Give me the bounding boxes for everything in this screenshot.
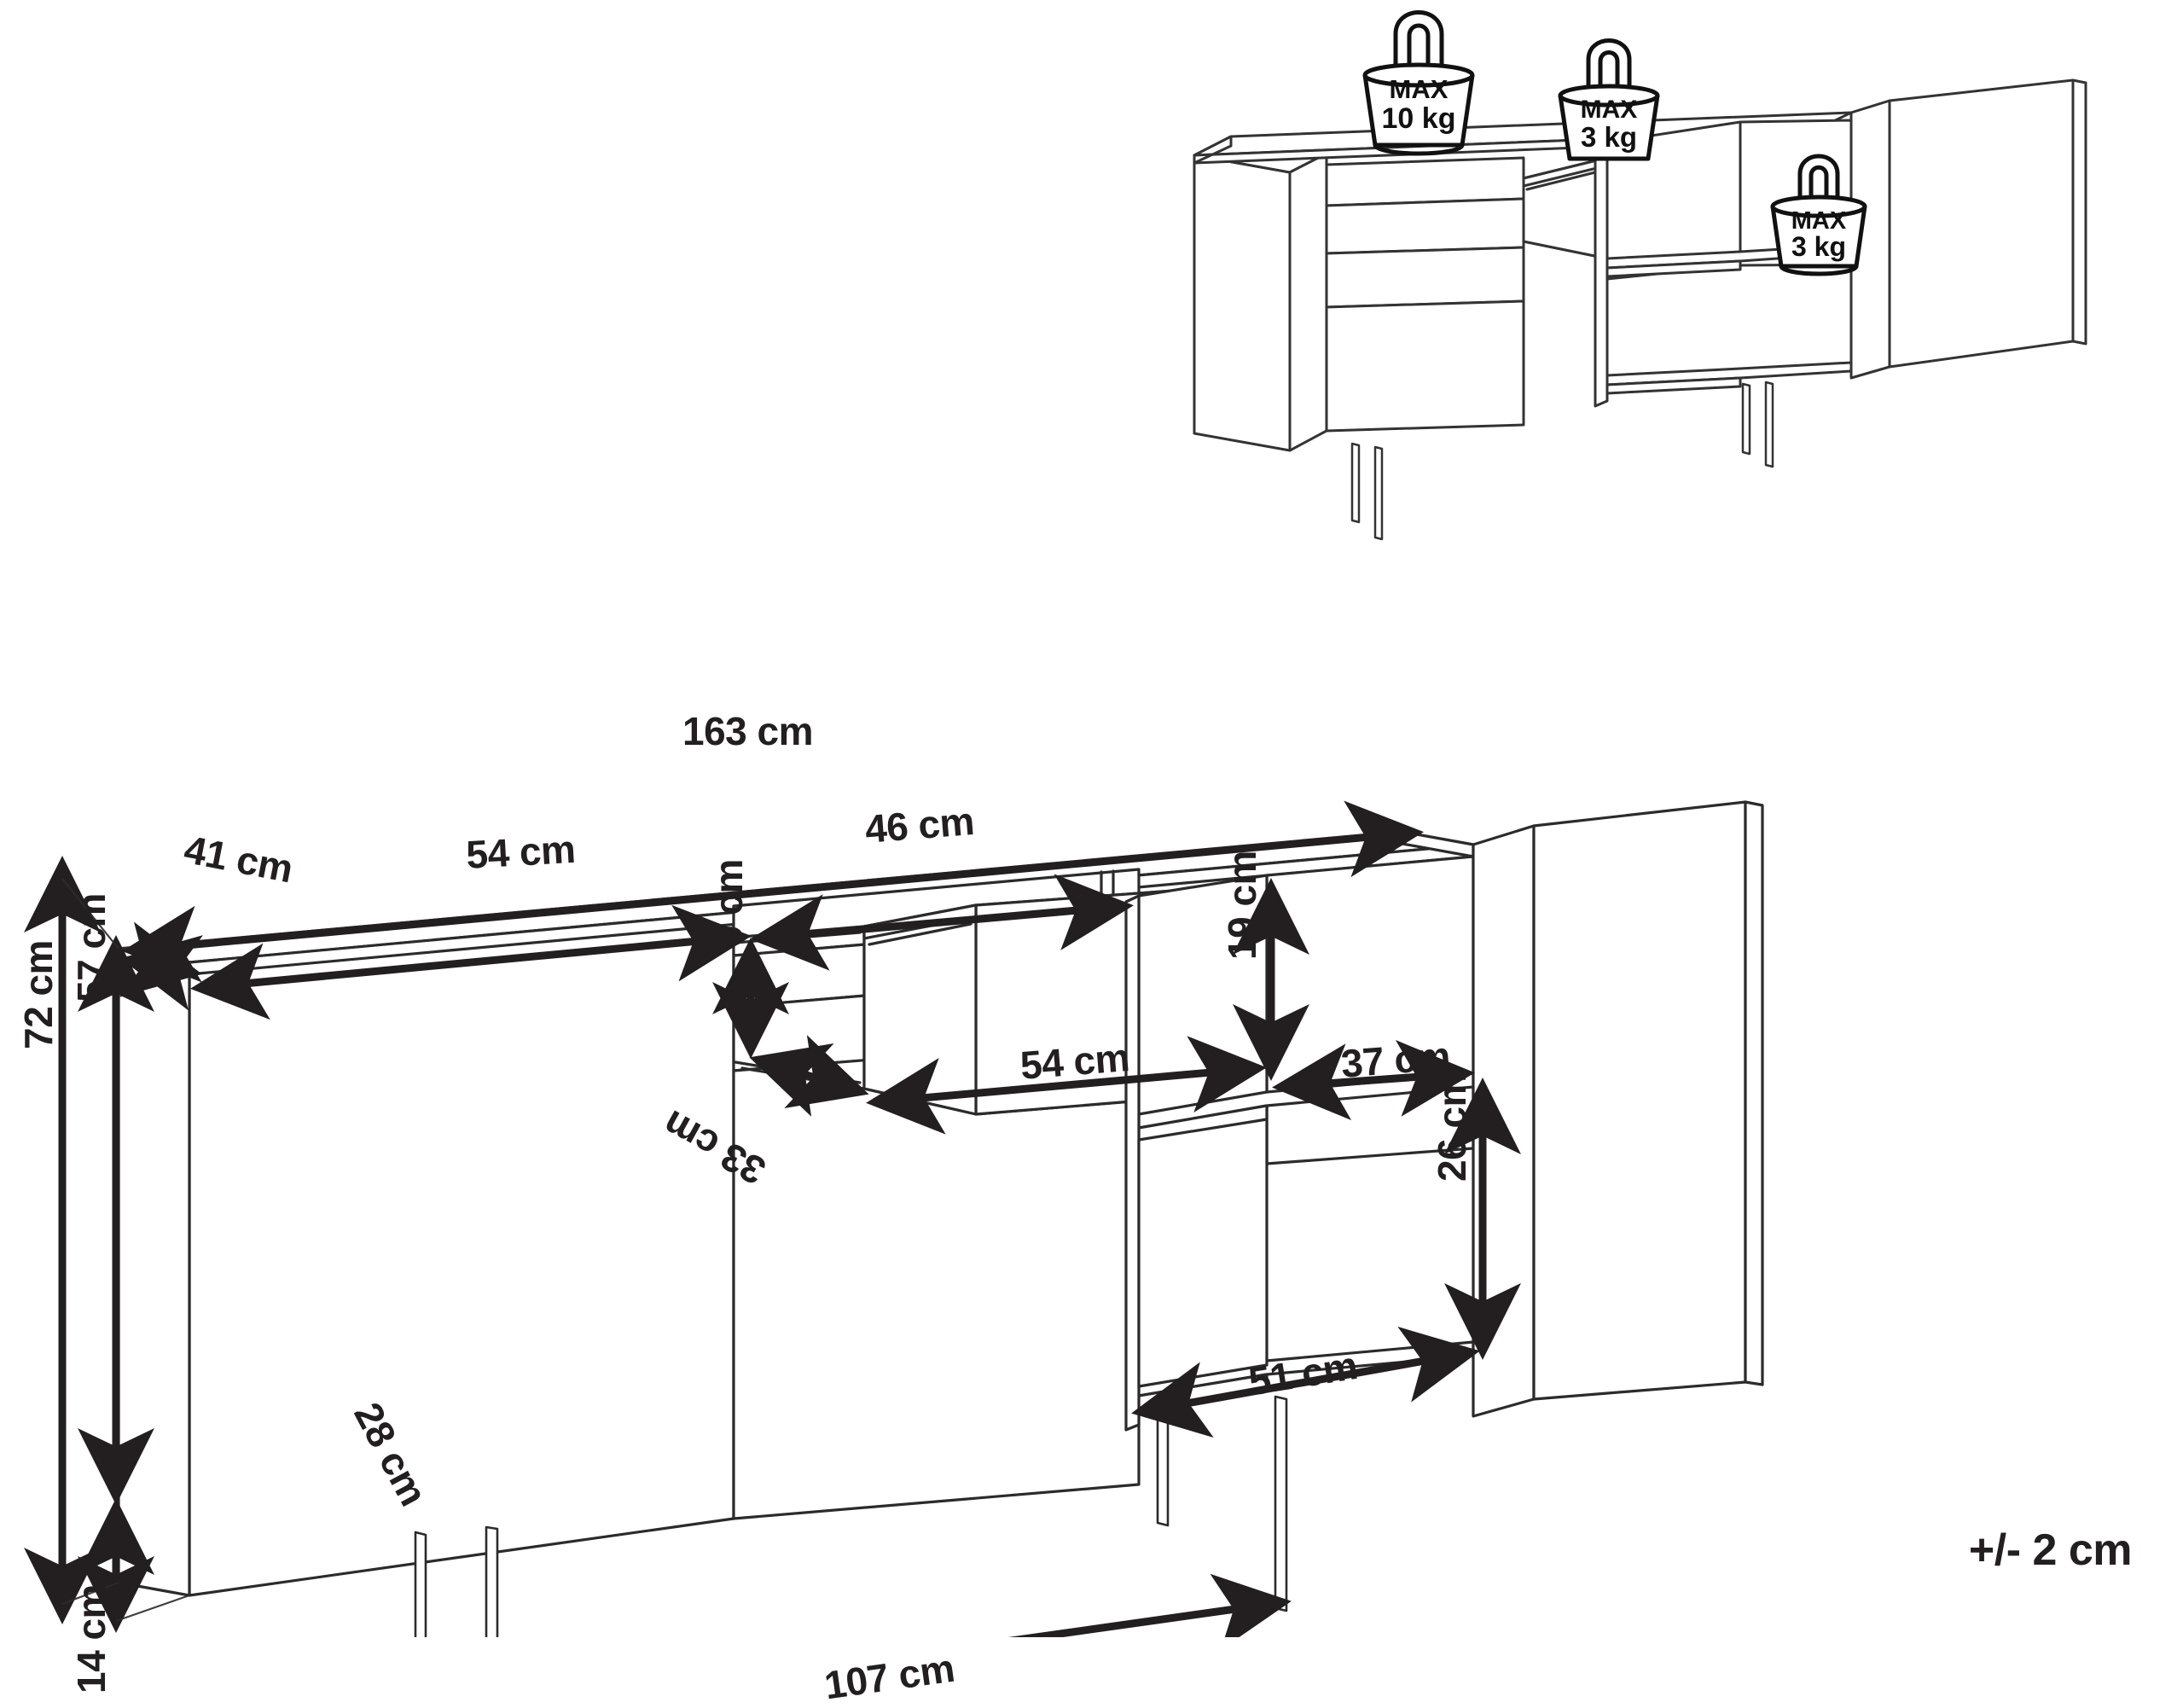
dim-arrow-37	[1272, 1039, 1475, 1121]
weight-label-max-2: MAX	[1581, 96, 1638, 124]
dim-arrow-33	[749, 1035, 869, 1117]
dim-label-9: 9 cm	[706, 859, 751, 947]
weight-label-max-3: MAX	[1791, 207, 1847, 235]
dim-label-107: 107 cm	[822, 1645, 957, 1708]
dimension-diagram	[24, 800, 1764, 1637]
right-interior	[1124, 855, 1475, 1432]
left-door-panel	[188, 904, 735, 1597]
dim-label-72: 72 cm	[16, 940, 61, 1049]
tolerance-note: +/- 2 cm	[1968, 1525, 2133, 1575]
weight-label-max-1: MAX	[1390, 74, 1449, 104]
dim-arrow-107	[308, 1573, 1292, 1637]
dim-label-163: 163 cm	[682, 709, 814, 753]
weight-label-value-2: 3 kg	[1581, 121, 1637, 153]
dim-label-57: 57 cm	[69, 893, 113, 1002]
dim-label-19: 19 cm	[1220, 851, 1264, 960]
weight-label-value-1: 10 kg	[1382, 102, 1456, 135]
dim-arrow-54-drawer	[866, 1036, 1267, 1135]
dim-label-14: 14 cm	[69, 1584, 113, 1693]
dim-label-54-left: 54 cm	[465, 826, 577, 877]
weight-icon-10kg: MAX 10 kg	[1362, 10, 1475, 156]
dim-arrow-54-left	[190, 904, 752, 1020]
dim-label-46: 46 cm	[863, 798, 976, 851]
dim-label-54-drawer: 54 cm	[1019, 1034, 1131, 1088]
weight-icon-3kg-drawer: MAX 3 kg	[1558, 38, 1660, 161]
spec-sheet: MAX 10 kg MAX 3 kg MAX 3 kg	[16, 10, 2133, 1707]
cabinet-drawer-column	[1325, 156, 1525, 433]
dim-arrow-46	[750, 874, 1134, 971]
weight-icon-3kg-shelf: MAX 3 kg	[1770, 154, 1867, 276]
open-right-door	[1472, 800, 1764, 1418]
cabinet-legs	[1350, 381, 1774, 541]
left-side-panel	[117, 947, 191, 1597]
weight-label-value-3: 3 kg	[1791, 231, 1846, 262]
cabinet-left-door	[1193, 135, 1328, 452]
dim-label-26: 26 cm	[1430, 1072, 1474, 1182]
cabinet-open-door	[1849, 78, 2087, 380]
load-capacity-diagram: MAX 10 kg MAX 3 kg MAX 3 kg	[1193, 10, 2087, 541]
dim-arrow-51	[1131, 1326, 1480, 1438]
